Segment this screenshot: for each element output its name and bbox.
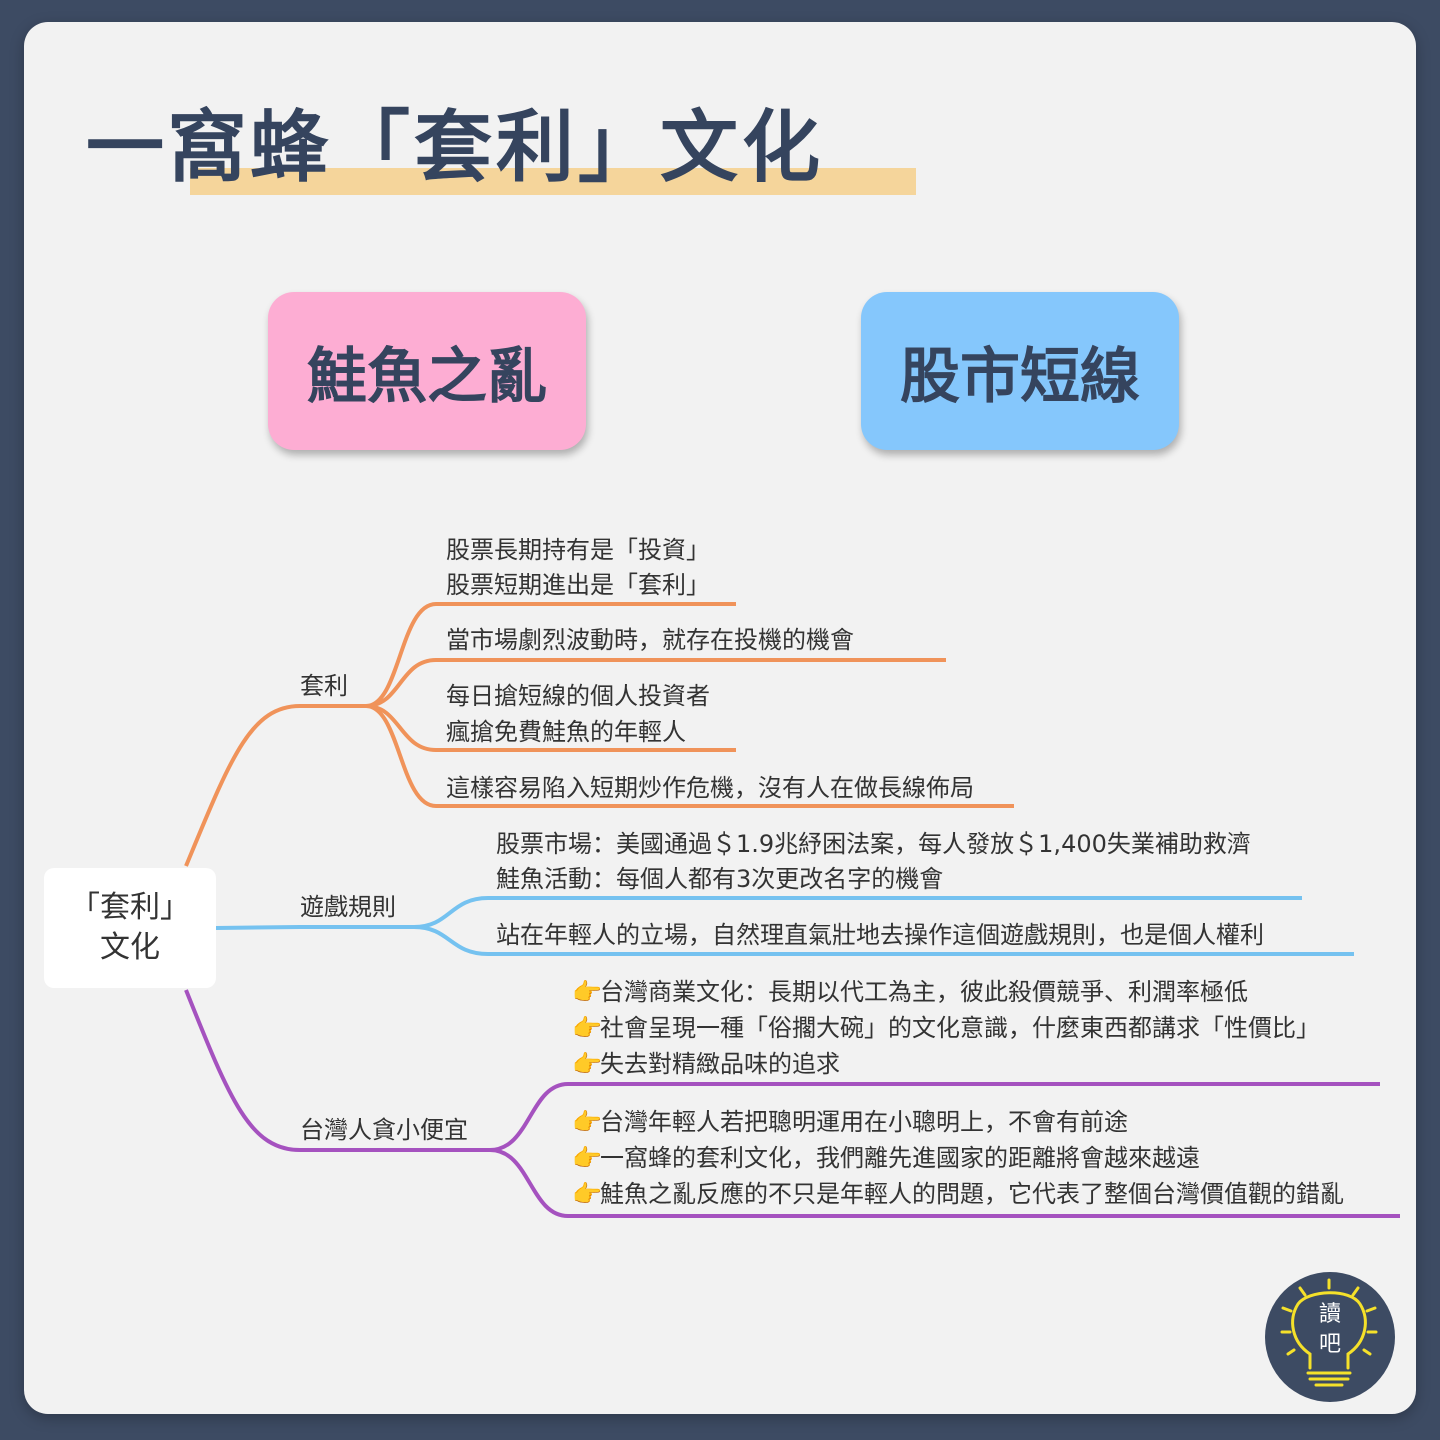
title-highlight: [190, 168, 916, 195]
connector-rules-leaf-1: [413, 896, 1302, 929]
root-node: 「套利」 文化: [44, 868, 216, 988]
root-line-2: 文化: [100, 930, 160, 965]
connector-taiwan-leaf-2: [489, 1148, 1400, 1218]
pointing-hand-icon: 👉: [572, 1050, 602, 1078]
arbitrage-leaf-3-line-1: 每日搶短線的個人投資者: [446, 682, 710, 710]
pointing-hand-icon: 👉: [572, 978, 602, 1006]
taiwan-leaf-2-line-2: 👉一窩蜂的套利文化，我們離先進國家的距離將會越來越遠: [572, 1140, 1200, 1176]
rules-leaf-1-line-2: 鮭魚活動：每個人都有3次更改名字的機會: [496, 865, 944, 893]
tag-salmon: 鮭魚之亂: [268, 292, 586, 450]
page-title: 一窩蜂「套利」文化: [86, 103, 825, 193]
arbitrage-leaf-1-line-2: 股票短期進出是「套利」: [446, 571, 710, 599]
pointing-hand-icon: 👉: [572, 1180, 602, 1208]
tag-stock-short-term: 股市短線: [861, 292, 1179, 450]
taiwan-leaf-2-line-1: 👉台灣年輕人若把聰明運用在小聰明上，不會有前途: [572, 1104, 1128, 1140]
card: [24, 22, 1416, 1414]
taiwan-leaf-1-line-1: 👉台灣商業文化：長期以代工為主，彼此殺價競爭、利潤率極低: [572, 974, 1248, 1010]
branch-label-taiwan: 台灣人貪小便宜: [300, 1116, 468, 1144]
rules-leaf-2-line-1: 站在年輕人的立場，自然理直氣壯地去操作這個遊戲規則，也是個人權利: [496, 921, 1264, 949]
connector-arbitrage-leaf-1: [365, 602, 736, 708]
branch-label-rules: 遊戲規則: [300, 893, 396, 921]
logo-text: 讀吧: [1318, 1302, 1341, 1357]
pointing-hand-icon: 👉: [572, 1108, 602, 1136]
connector-root-taiwan: [184, 989, 496, 1152]
arbitrage-leaf-3-line-2: 瘋搶免費鮭魚的年輕人: [446, 718, 686, 746]
lightbulb-icon: [1280, 1278, 1378, 1387]
root-line-1: 「套利」: [70, 890, 190, 925]
taiwan-leaf-1-line-2: 👉社會呈現一種「俗擱大碗」的文化意識，什麼東西都講求「性價比」: [572, 1010, 1320, 1046]
arbitrage-leaf-2-line-1: 當市場劇烈波動時，就存在投機的機會: [446, 626, 854, 654]
pointing-hand-icon: 👉: [572, 1144, 602, 1172]
connector-arbitrage-leaf-2: [365, 658, 946, 708]
connector-rules-leaf-2: [413, 925, 1354, 956]
connector-arbitrage-leaf-4: [365, 704, 1014, 808]
pointing-hand-icon: 👉: [572, 1014, 602, 1042]
taiwan-leaf-2-line-3: 👉鮭魚之亂反應的不只是年輕人的問題，它代表了整個台灣價值觀的錯亂: [572, 1176, 1344, 1212]
branch-label-arbitrage: 套利: [300, 672, 348, 700]
arbitrage-leaf-4-line-1: 這樣容易陷入短期炒作危機，沒有人在做長線佈局: [446, 774, 974, 802]
rules-leaf-1-line-1: 股票市場：美國通過＄1.9兆紓困法案，每人發放＄1,400失業補助救濟: [496, 830, 1251, 858]
connector-taiwan-leaf-1: [489, 1082, 1380, 1152]
connector-root-arbitrage: [184, 704, 372, 867]
arbitrage-leaf-1-line-1: 股票長期持有是「投資」: [446, 536, 710, 564]
taiwan-leaf-1-line-3: 👉失去對精緻品味的追求: [572, 1046, 840, 1082]
connector-root-rules: [215, 925, 420, 930]
